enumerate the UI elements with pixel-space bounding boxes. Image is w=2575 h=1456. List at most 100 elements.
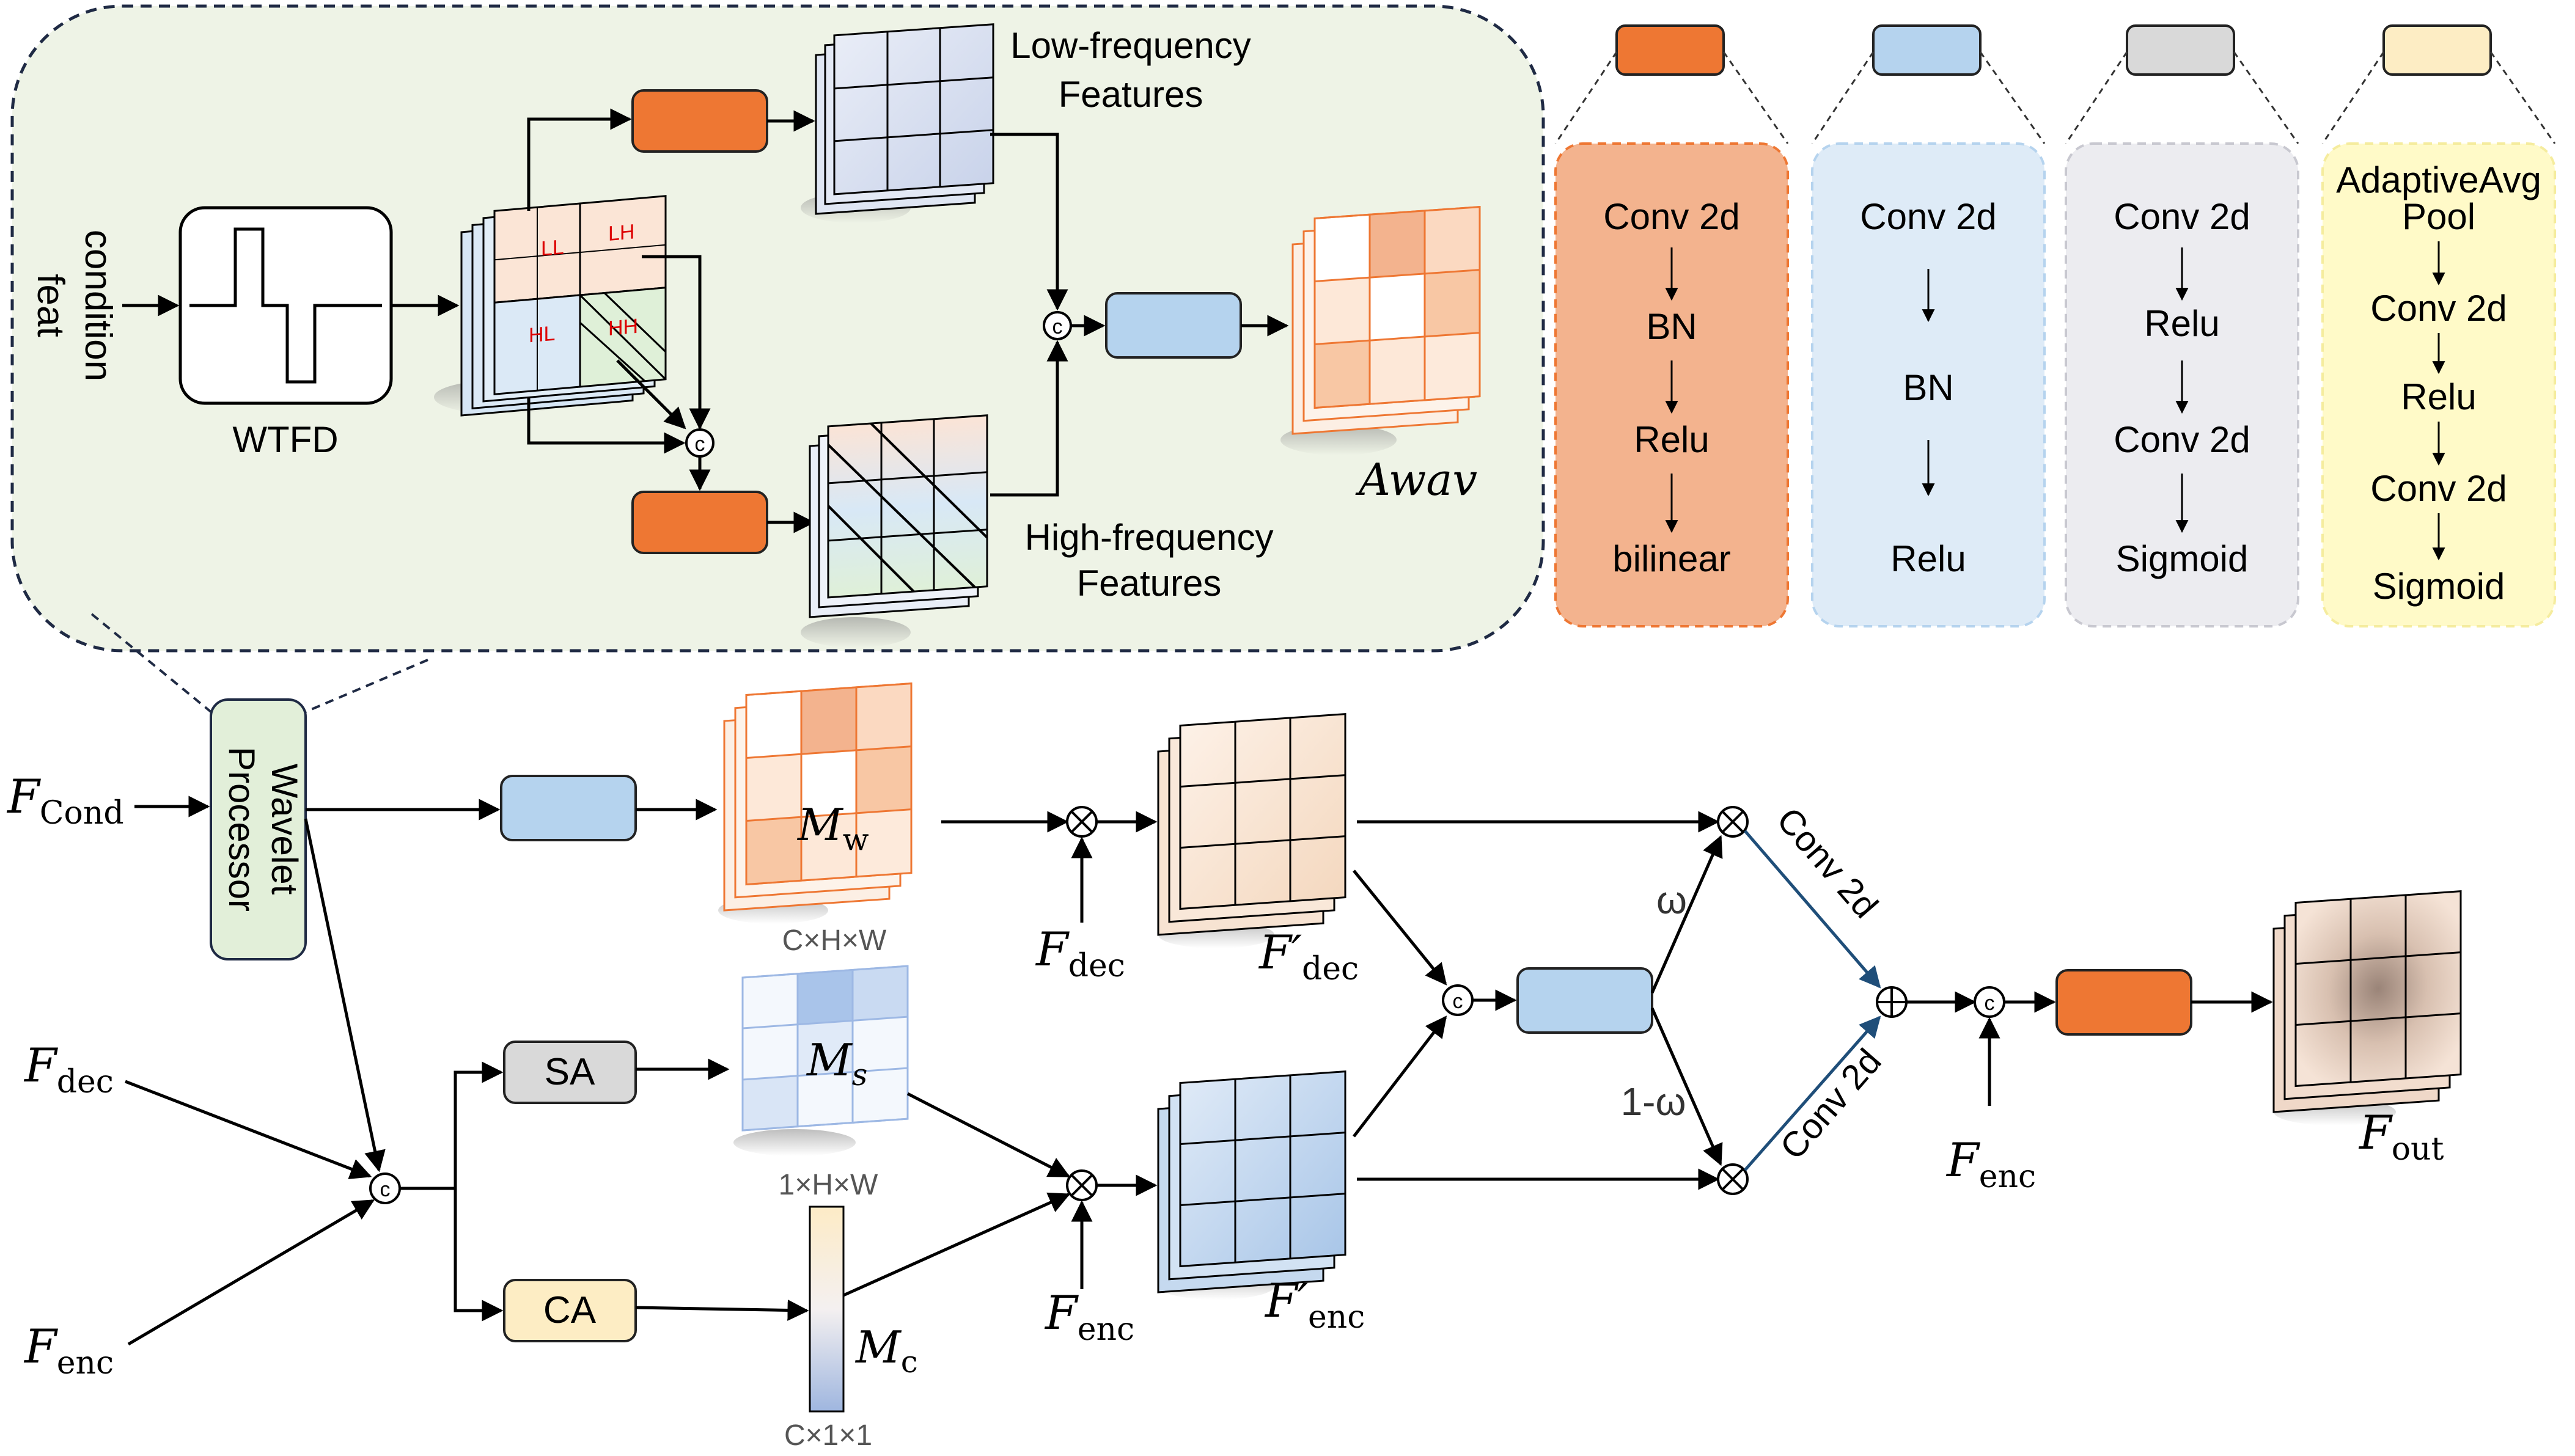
- concat-node-high-label: c: [695, 433, 705, 456]
- legend-blue-line2: BN: [1903, 367, 1953, 408]
- low-freq-label-line2: Features: [1059, 74, 1203, 115]
- zoom-line-left: [90, 613, 212, 713]
- sa-block: [503, 1041, 637, 1104]
- arrow-ca-to-mc: [635, 1299, 809, 1321]
- final-orange-block: [2055, 969, 2192, 1036]
- detail-panel-frame: [10, 4, 1545, 653]
- mc-label: Mc: [854, 1322, 918, 1380]
- legend-yellow-line1: AdaptiveAvg: [2336, 159, 2541, 200]
- concat-node-attention-label: c: [380, 1178, 391, 1201]
- condition-label-line1: condition: [77, 230, 119, 381]
- low-freq-label-line1: Low-frequency: [1010, 25, 1251, 66]
- f-enc-prime-label: F′enc: [1264, 1273, 1365, 1336]
- wavelet-processor-line2: Processor: [221, 747, 262, 912]
- f-dec-mul-label: Fdec: [1035, 922, 1125, 984]
- legend-orange-line2: BN: [1646, 306, 1697, 347]
- legend: Conv 2d BN Relu bilinear Conv 2d BN Relu…: [1554, 24, 2556, 627]
- legend-orange-swatch: [1615, 24, 1725, 76]
- ca-label: CA: [543, 1289, 597, 1331]
- arrow-fdec-to-concat: [125, 1080, 372, 1179]
- f-dec-prime-label: F′dec: [1258, 925, 1359, 987]
- omega-label: ω: [1656, 878, 1687, 922]
- high-freq-label-line2: Features: [1077, 563, 1222, 604]
- legend-yellow-line5: Conv 2d: [2370, 468, 2507, 509]
- low-freq-conv-block: [631, 89, 768, 153]
- high-freq-conv-block: [631, 491, 768, 554]
- arrow-high-to-merge: [990, 340, 1068, 497]
- mc-dims: C×1×1: [784, 1419, 872, 1452]
- legend-yellow-swatch: [2382, 24, 2492, 76]
- legend-yellow-line4: Relu: [2401, 376, 2476, 417]
- ms-dims: 1×H×W: [779, 1169, 878, 1201]
- f-out-label: Fout: [2358, 1105, 2444, 1168]
- mw-label: Mw: [796, 799, 869, 857]
- mc-vector: Mc C×1×1: [784, 1205, 918, 1452]
- high-freq-label-line1: High-frequency: [1025, 517, 1274, 558]
- zoom-line-right: [305, 659, 428, 713]
- f-enc-final-label: Fenc: [1945, 1133, 2036, 1195]
- sa-label: SA: [545, 1051, 595, 1093]
- one-minus-omega-label: 1-ω: [1621, 1080, 1686, 1124]
- mw-blue-block: [500, 775, 637, 841]
- arrow-subband-to-concat: [642, 255, 711, 430]
- awav-map: Awav: [1280, 205, 1481, 505]
- fusion-blue-block: [1516, 967, 1653, 1034]
- arrow-one-minus-omega-to-add: [1744, 1015, 1881, 1171]
- wavelet-icon: [189, 227, 382, 384]
- legend-yellow-line2: Pool: [2402, 196, 2475, 237]
- legend-yellow-detail: [2321, 142, 2556, 627]
- conv2d-bottom-label: Conv 2d: [1772, 1041, 1889, 1167]
- arrow-blue-to-one-minus-omega: [1650, 1007, 1723, 1166]
- wtfd-block: WTFD: [178, 206, 393, 460]
- condition-label-line2: feat: [29, 274, 72, 337]
- arrow-hl-to-concat: [527, 397, 686, 454]
- arrow-concat-to-sa: [400, 1061, 504, 1190]
- legend-blue-line1: Conv 2d: [1860, 196, 1996, 237]
- legend-orange-line3: Relu: [1634, 419, 1709, 460]
- legend-blue-detail: [1811, 142, 2046, 627]
- low-frequency-stack: Low-frequency Features: [801, 23, 1251, 223]
- legend-gray-line2: Relu: [2144, 303, 2219, 344]
- arrow-mc-to-mul: [842, 1192, 1071, 1297]
- f-dec-prime-stack: F′dec: [1157, 712, 1359, 987]
- mw-dims: C×H×W: [782, 924, 887, 957]
- wavelet-detail-panel: [10, 4, 1545, 653]
- f-enc-prime-stack: F′enc: [1157, 1070, 1365, 1336]
- legend-orange-line1: Conv 2d: [1603, 196, 1739, 237]
- arrow-processor-to-concat: [304, 818, 386, 1172]
- subband-stack: LL LH HL HH: [434, 195, 667, 417]
- f-out-stack: Fout: [2272, 890, 2462, 1168]
- subband-hl-label: HL: [529, 322, 555, 348]
- merge-blue-block: [1105, 292, 1242, 359]
- legend-gray-line1: Conv 2d: [2114, 196, 2250, 237]
- f-dec-in-label: Fdec: [23, 1038, 114, 1100]
- wavelet-processor-line1: Wavelet: [264, 764, 305, 895]
- arrow-ms-to-mul: [906, 1092, 1071, 1178]
- mw-map: Mw C×H×W: [718, 682, 913, 957]
- subband-lh-label: LH: [608, 220, 634, 246]
- arrow-concat-to-ca: [454, 1188, 504, 1322]
- ms-map: Ms 1×H×W: [733, 965, 909, 1201]
- arrow-blue-to-omega: [1650, 835, 1723, 994]
- legend-yellow-line6: Sigmoid: [2373, 566, 2505, 607]
- conv2d-top-label: Conv 2d: [1769, 800, 1886, 926]
- wavelet-processor-block: [210, 698, 307, 960]
- arrow-hh-to-concat: [616, 359, 686, 430]
- ms-label: Ms: [806, 1034, 867, 1092]
- arrow-subband-to-low-conv: [527, 108, 632, 211]
- f-enc-in-label: Fenc: [23, 1319, 114, 1381]
- concat-node-final-label: c: [1985, 992, 1995, 1015]
- concat-node-fusion-label: c: [1453, 990, 1463, 1013]
- f-enc-mul-label: Fenc: [1044, 1286, 1134, 1348]
- legend-blue-swatch: [1872, 24, 1982, 76]
- arrow-fdecprime-to-concat: [1353, 869, 1447, 986]
- legend-gray-line3: Conv 2d: [2114, 419, 2250, 460]
- legend-orange-line4: bilinear: [1612, 538, 1730, 579]
- subband-hh-label: HH: [608, 315, 638, 340]
- subband-ll-label: LL: [541, 235, 564, 260]
- f-cond-label: FCond: [6, 769, 124, 832]
- arrow-low-to-merge: [990, 133, 1068, 311]
- ca-block: [503, 1279, 637, 1342]
- legend-yellow-line3: Conv 2d: [2370, 288, 2507, 329]
